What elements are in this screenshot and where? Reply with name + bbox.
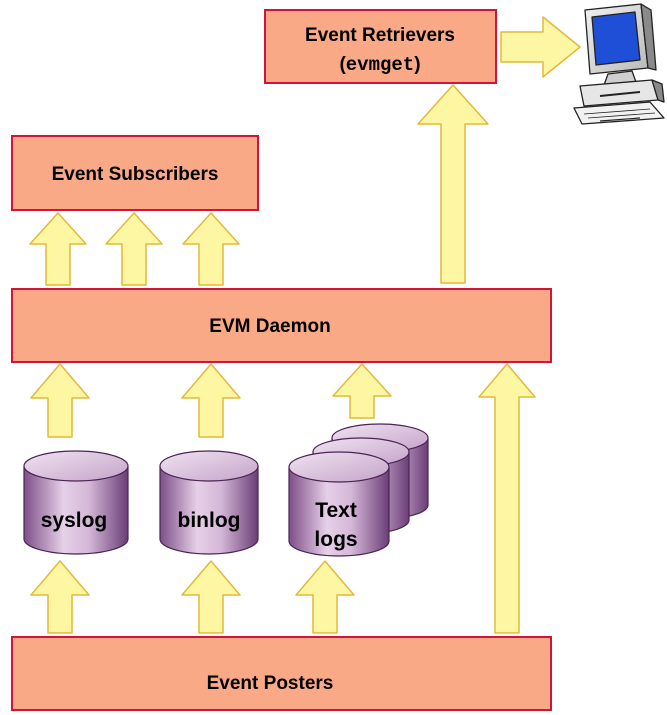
arrow-posters-to-daemon	[478, 363, 536, 634]
event-posters-label: Event Posters	[207, 673, 334, 694]
arrow-syslog-to-daemon	[30, 363, 90, 438]
text-logs-label-line2: logs	[314, 528, 357, 551]
event-posters-box: Event Posters	[11, 636, 552, 711]
event-retrievers-label: Event Retrievers	[305, 25, 455, 46]
evm-daemon-box: EVM Daemon	[11, 288, 552, 363]
binlog-label: binlog	[178, 509, 241, 532]
arrow-daemon-to-subscribers-1	[29, 212, 87, 286]
arrow-textlogs-to-daemon	[332, 363, 392, 419]
text-logs-cylinder-front	[288, 451, 390, 557]
arrows	[29, 16, 581, 634]
event-subscribers-box: Event Subscribers	[11, 135, 259, 211]
arrow-posters-to-syslog	[30, 560, 90, 634]
computer-terminal-icon	[573, 3, 665, 125]
text-logs-cylinder-stack: Text logs	[288, 423, 429, 557]
arrow-daemon-to-subscribers-3	[182, 212, 240, 286]
arrow-daemon-to-retrievers	[417, 84, 489, 284]
event-retrievers-command: (evmget)	[339, 54, 420, 76]
arrow-posters-to-binlog	[181, 560, 241, 634]
arrow-retrievers-to-terminal	[500, 16, 581, 78]
text-logs-label-line1: Text	[315, 499, 357, 522]
evm-daemon-label: EVM Daemon	[209, 316, 330, 337]
event-subscribers-label: Event Subscribers	[52, 164, 219, 185]
binlog-cylinder: binlog	[159, 450, 259, 555]
arrow-daemon-to-subscribers-2	[105, 212, 163, 286]
arrow-posters-to-textlogs	[295, 560, 355, 634]
event-retrievers-box: Event Retrievers (evmget)	[264, 9, 497, 84]
arrow-binlog-to-daemon	[181, 363, 241, 438]
syslog-label: syslog	[41, 509, 108, 532]
syslog-cylinder: syslog	[23, 450, 129, 555]
